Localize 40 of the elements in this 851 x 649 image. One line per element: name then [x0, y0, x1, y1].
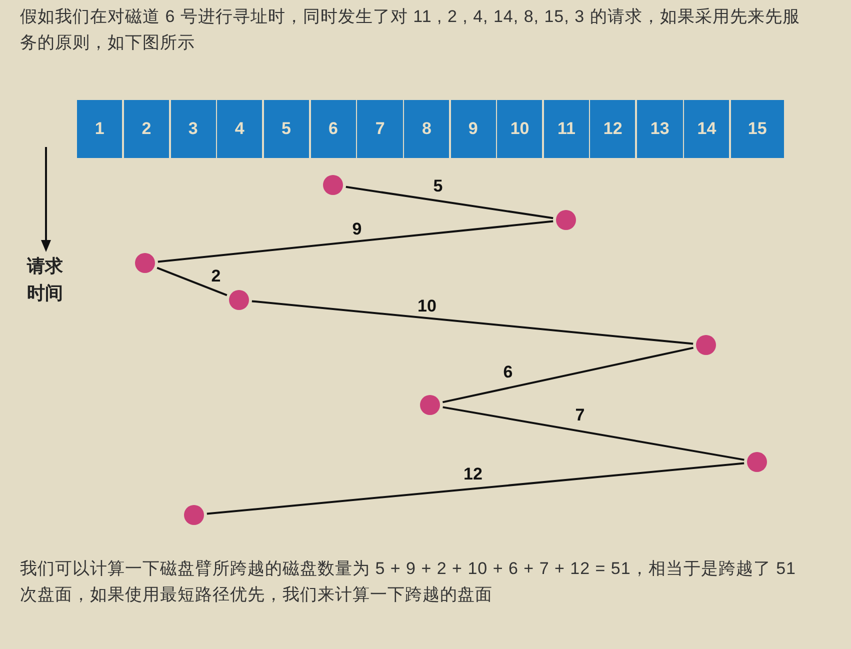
request-dot [556, 210, 576, 230]
track-cell: 11 [544, 100, 589, 158]
connector-line [156, 266, 228, 296]
track-cell: 8 [404, 100, 450, 158]
request-dot [323, 175, 343, 195]
axis-label: 请求时间 [27, 255, 64, 305]
request-dot [696, 335, 716, 355]
paragraph: 我们可以计算一下磁盘臂所跨越的磁盘数量为 5 + 9 + 2 + 10 + 6 + 7 + 12 = 51，相当于是跨越了 51 次盘面，如果使用最短路径优先，我们来计算一下跨越的盘面 [20, 558, 797, 606]
connector-line [158, 220, 554, 263]
request-dot [135, 253, 155, 273]
track-cell: 7 [357, 100, 403, 158]
track-cell: 5 [264, 100, 309, 158]
edge-label: 2 [210, 268, 222, 284]
track-cell: 14 [684, 100, 730, 158]
edge-label: 10 [416, 298, 438, 314]
connector-line [442, 346, 694, 404]
track-cell: 9 [450, 100, 496, 158]
track-cell: 15 [730, 100, 784, 158]
track-cell: 3 [170, 100, 216, 158]
track-cell: 2 [124, 100, 170, 158]
request-dot [229, 290, 249, 310]
connector-line [252, 300, 694, 345]
track-cell: 13 [636, 100, 683, 158]
connector-line [346, 186, 554, 220]
edge-label: 9 [351, 220, 363, 238]
track-cell: 1 [77, 100, 122, 158]
track-cell: 4 [217, 100, 262, 158]
edge-label: 12 [462, 466, 484, 482]
paragraph: 假如我们在对磁道 6 号进行寻址时，同时发生了对 11 , 2 , 4, 14, 8, 15, 3 的请求，如果采用先来先服务的原则，如下图所示 [20, 6, 801, 54]
track-cell: 12 [590, 100, 636, 158]
edge-label: 7 [574, 406, 586, 424]
track-cell: 6 [310, 100, 356, 158]
track-cell: 10 [497, 100, 542, 158]
connector-line [206, 462, 744, 515]
edge-label: 5 [432, 178, 444, 194]
request-dot [420, 395, 440, 415]
request-dot [184, 505, 204, 525]
request-dot [747, 452, 767, 472]
edge-label: 6 [502, 364, 514, 380]
connector-line [442, 406, 744, 461]
